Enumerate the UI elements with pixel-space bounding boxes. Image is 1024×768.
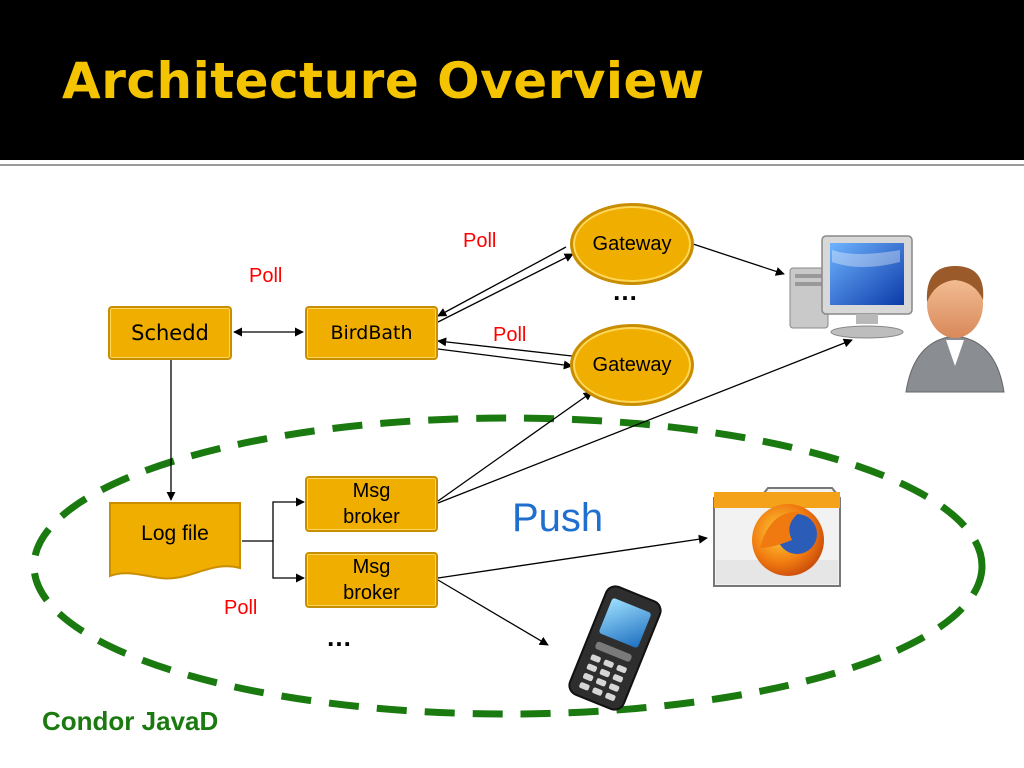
poll-label-gateway-bottom: Poll: [493, 324, 527, 346]
arrow-gateway-to-computer: [692, 243, 785, 276]
schedd-node: Schedd: [108, 306, 232, 360]
log-file-shape: [109, 502, 241, 580]
birdbath-node: BirdBath: [305, 306, 438, 360]
slide-title: Architecture Overview: [62, 52, 705, 110]
slide-header: [0, 0, 1024, 160]
poll-label-birdbath: Poll: [249, 265, 283, 287]
arrow-broker-user: [437, 338, 853, 504]
arrow-logfile-broker-bottom: [272, 541, 305, 583]
gateway-ellipsis: …: [612, 276, 640, 306]
user-person-icon: [905, 266, 1005, 393]
arrow-broker-phone: [437, 579, 549, 646]
msg-broker-bottom-node: Msg broker: [305, 552, 438, 608]
arrow-birdbath-to-gateway-top: [437, 253, 574, 323]
log-file-label: Log file: [141, 522, 209, 545]
arrow-logfile-broker-top: [242, 497, 305, 542]
desktop-computer-icon: [789, 235, 913, 339]
arrow-gateway-bottom-to-birdbath: [437, 337, 573, 357]
gateway-top-node: Gateway: [570, 203, 694, 285]
header-divider: [0, 160, 1024, 166]
arrow-birdbath-to-gateway-bottom: [437, 348, 573, 370]
poll-label-logfile: Poll: [224, 597, 258, 619]
gateway-bottom-node: Gateway: [570, 324, 694, 406]
push-label: Push: [512, 496, 604, 540]
arrow-broker-gateway: [437, 391, 593, 502]
poll-label-gateway-top: Poll: [463, 230, 497, 252]
broker-ellipsis: …: [326, 622, 354, 652]
arrow-gateway-top-to-birdbath: [437, 246, 567, 317]
firefox-browser-icon: [713, 487, 841, 587]
condor-javad-label: Condor JavaD: [42, 706, 219, 736]
mobile-phone-icon: [568, 585, 662, 711]
condor-javad-boundary: [30, 414, 986, 718]
arrow-broker-firefox: [437, 534, 708, 579]
msg-broker-top-node: Msg broker: [305, 476, 438, 532]
